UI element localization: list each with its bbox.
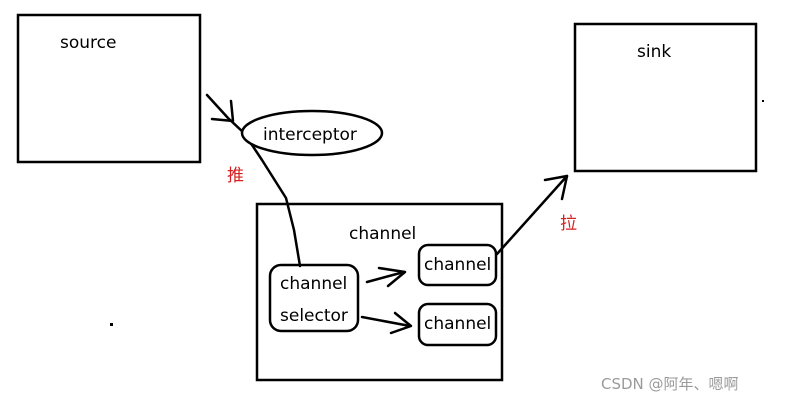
inner-channel-2-box bbox=[417, 302, 498, 347]
inner-channel-1-label: channel bbox=[424, 255, 491, 275]
sink-box bbox=[573, 22, 758, 173]
interceptor-ellipse bbox=[240, 109, 384, 157]
arrow-shaft bbox=[360, 315, 412, 328]
source-label: source bbox=[60, 33, 116, 53]
channel-label: channel bbox=[349, 224, 416, 244]
source-box bbox=[16, 13, 202, 164]
arrow-shaft bbox=[495, 174, 569, 256]
stray-dot bbox=[110, 323, 113, 326]
arrow-head bbox=[389, 311, 413, 335]
selector-to-channel-1-arrow bbox=[365, 266, 407, 288]
source-node: source bbox=[16, 13, 202, 164]
channel-selector-node: channel selector bbox=[268, 263, 360, 333]
channel-selector-box bbox=[268, 263, 360, 333]
inner-channel-1-box bbox=[417, 243, 498, 287]
channel-selector-label-line1: channel bbox=[280, 274, 347, 294]
sink-node: sink bbox=[573, 22, 758, 173]
arrow-head bbox=[377, 266, 407, 288]
inner-channel-1-node: channel bbox=[417, 243, 498, 287]
interceptor-node: interceptor bbox=[240, 109, 384, 157]
arrow-head bbox=[543, 174, 569, 201]
pull-label: 拉 bbox=[560, 214, 577, 234]
pull-flow-arrow bbox=[495, 174, 569, 256]
interceptor-label: interceptor bbox=[263, 125, 357, 145]
stray-dot bbox=[762, 100, 764, 102]
channel-selector-label-line2: selector bbox=[280, 306, 348, 326]
inner-channel-2-label: channel bbox=[424, 314, 491, 334]
push-label: 推 bbox=[227, 166, 244, 186]
watermark: CSDN @阿年、嗯啊 bbox=[601, 375, 739, 393]
selector-to-channel-2-arrow bbox=[360, 311, 413, 335]
arrow-shaft bbox=[365, 270, 406, 284]
push-flow-line bbox=[205, 93, 302, 268]
inner-channel-2-node: channel bbox=[417, 302, 498, 347]
push-arrowhead bbox=[210, 99, 235, 123]
sink-label: sink bbox=[637, 42, 671, 62]
